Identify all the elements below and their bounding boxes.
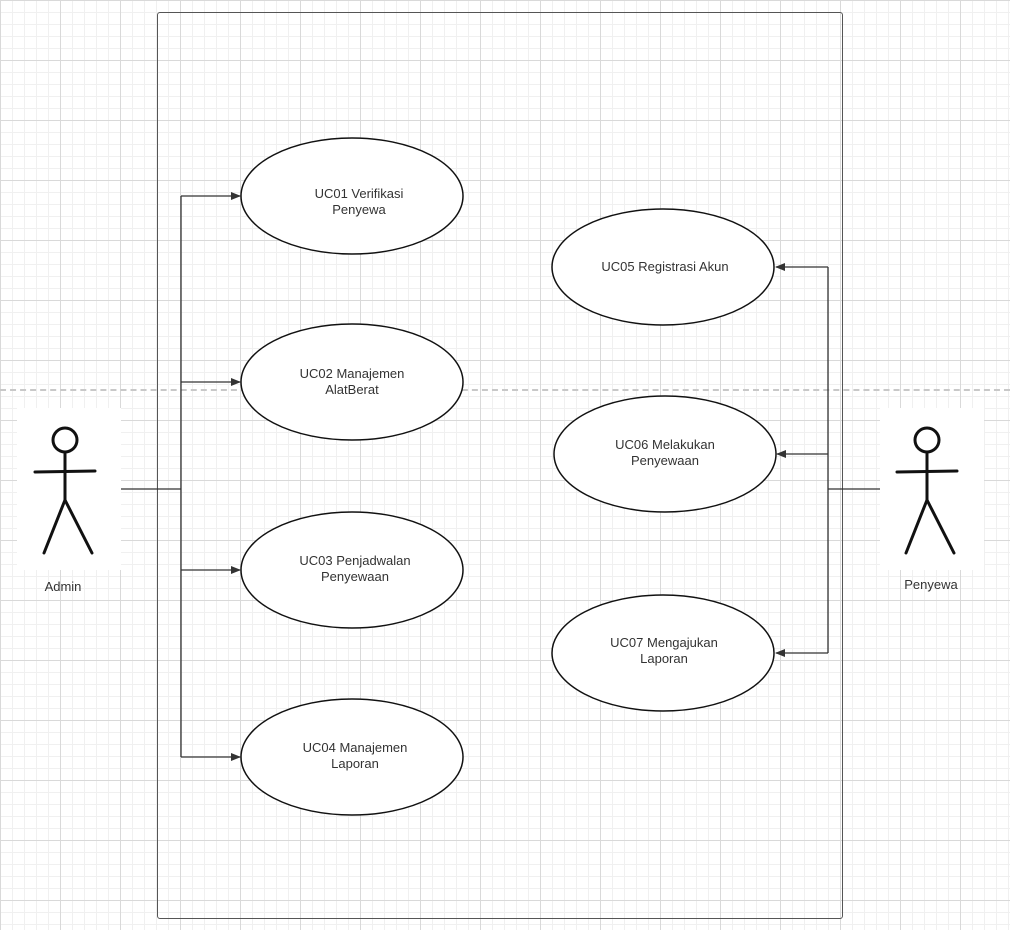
use-case-uc03-line-2: Penyewaan — [321, 569, 389, 584]
admin-connectors — [121, 192, 241, 761]
penyewa-actor-icon[interactable] — [895, 426, 959, 555]
admin-actor-panel — [17, 408, 121, 570]
use-case-uc06-label: UC06 Melakukan Penyewaan — [565, 437, 765, 469]
use-case-uc06-line-2: Penyewaan — [631, 453, 699, 468]
penyewa-connectors — [775, 263, 880, 657]
use-case-uc01-line-1: UC01 Verifikasi — [314, 186, 404, 201]
use-case-uc02-ellipse[interactable] — [240, 323, 464, 441]
use-case-uc06-line-1: UC06 Melakukan — [615, 437, 715, 452]
use-case-uc01-line-2: Penyewa — [332, 202, 386, 217]
use-case-uc03-line-1: UC03 Penjadwalan — [299, 553, 411, 568]
penyewa-actor-panel — [880, 408, 984, 570]
use-case-uc07-label: UC07 Mengajukan Laporan — [564, 635, 764, 667]
use-case-uc01-label: UC01 Verifikasi Penyewa — [259, 186, 459, 218]
use-case-uc07-line-1: UC07 Mengajukan — [610, 635, 718, 650]
system-boundary — [157, 12, 843, 919]
use-case-uc07-ellipse[interactable] — [551, 594, 775, 712]
use-case-uc04-ellipse[interactable] — [240, 698, 464, 816]
use-case-uc05-line-1: UC05 Registrasi Akun — [601, 259, 729, 274]
use-case-uc05-label: UC05 Registrasi Akun — [565, 259, 765, 275]
use-case-uc02-line-2: AlatBerat — [325, 382, 379, 397]
use-case-uc02-label: UC02 Manajemen AlatBerat — [252, 366, 452, 398]
use-case-uc03-ellipse[interactable] — [240, 511, 464, 629]
use-case-uc03-label: UC03 Penjadwalan Penyewaan — [255, 553, 455, 585]
use-case-uc05-ellipse[interactable] — [551, 208, 775, 326]
use-case-uc02-line-1: UC02 Manajemen — [299, 366, 405, 381]
use-case-uc04-line-1: UC04 Manajemen — [302, 740, 408, 755]
page-break-line — [0, 389, 1010, 391]
use-case-uc01-ellipse[interactable] — [240, 137, 464, 255]
admin-actor-icon[interactable] — [33, 426, 97, 555]
use-case-uc04-label: UC04 Manajemen Laporan — [255, 740, 455, 772]
use-case-uc06-ellipse[interactable] — [553, 395, 777, 513]
admin-actor-label: Admin — [44, 579, 82, 594]
penyewa-actor-label: Penyewa — [904, 577, 958, 592]
use-case-uc07-line-2: Laporan — [640, 651, 688, 666]
use-case-uc04-line-2: Laporan — [331, 756, 379, 771]
